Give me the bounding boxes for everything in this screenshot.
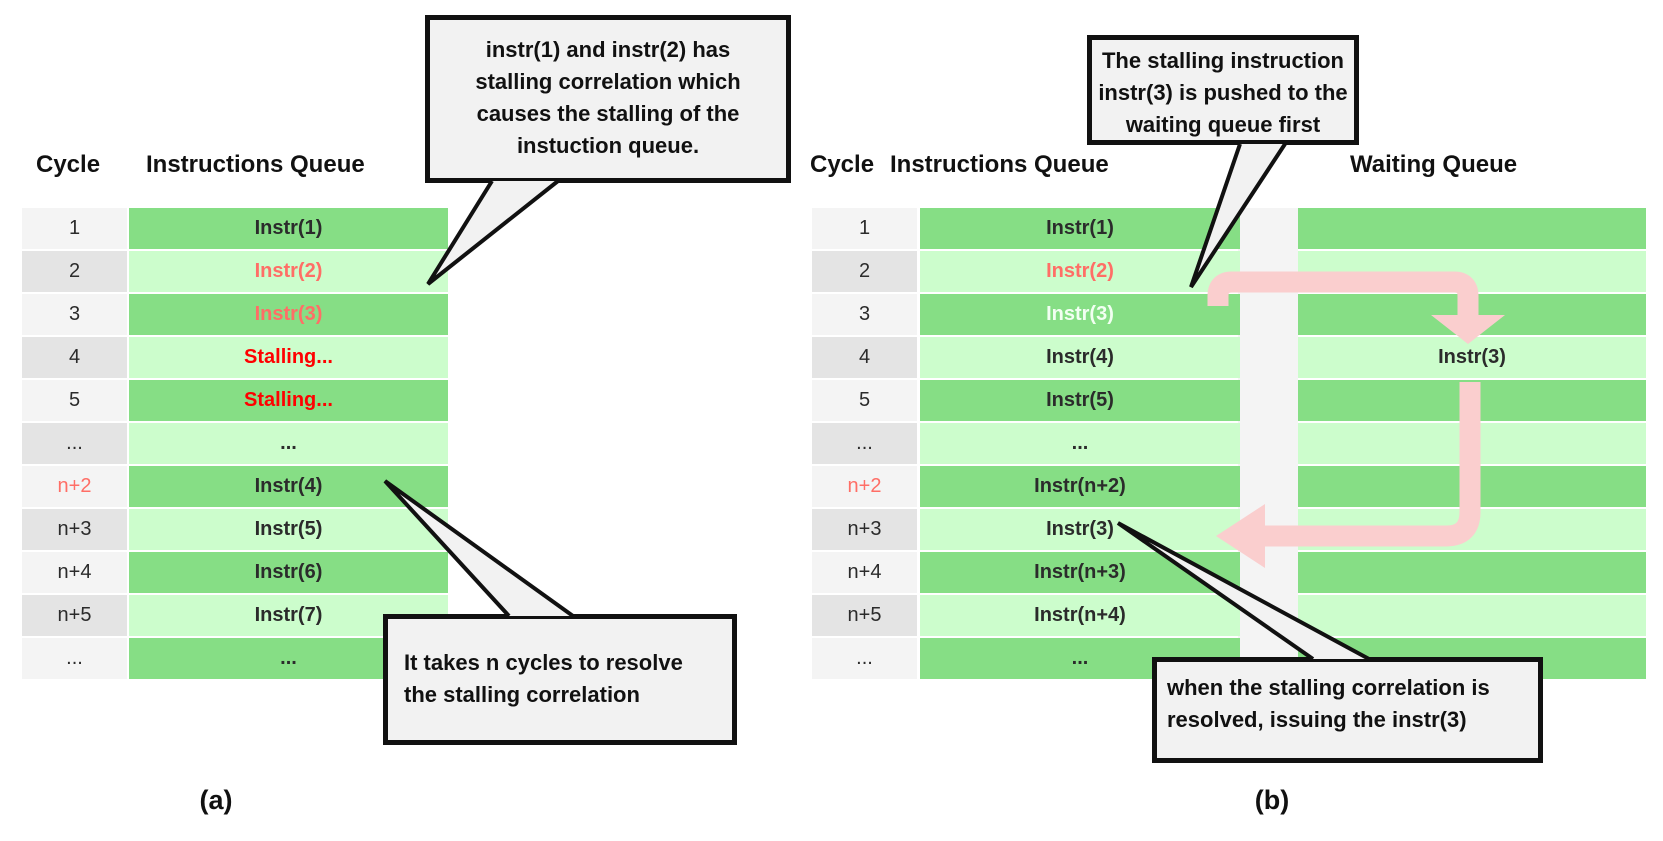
table-a-row-0-instr-cell: Instr(1) bbox=[129, 208, 448, 249]
table-a-row-2-instr-cell: Instr(3) bbox=[129, 294, 448, 335]
subfigure-label-b: (b) bbox=[1254, 785, 1290, 815]
table-a-row-10-cycle-cell: ... bbox=[22, 638, 127, 679]
table-a-instructions-queue-header: Instructions Queue bbox=[146, 151, 365, 178]
table-b-row-2-instr-cell: Instr(3) bbox=[920, 294, 1240, 335]
table-b-waiting-queue-header: Waiting Queue bbox=[1350, 151, 1518, 178]
table-b-row-6-cycle-cell: n+2 bbox=[812, 466, 917, 507]
table-b-row-4-wait-cell bbox=[1298, 380, 1646, 421]
table-b-row-0-instr-cell: Instr(1) bbox=[920, 208, 1240, 249]
table-b-row-9-instr-cell: Instr(n+4) bbox=[920, 595, 1240, 636]
table-b-instructions-queue-header: Instructions Queue bbox=[890, 151, 1109, 178]
table-b-row-1-instr-cell: Instr(2) bbox=[920, 251, 1240, 292]
table-b-row-9-cycle-cell: n+5 bbox=[812, 595, 917, 636]
table-b-cycle-header: Cycle bbox=[810, 151, 875, 178]
table-a-row-5-instr-cell: ... bbox=[129, 423, 448, 464]
callout-b-top: The stalling instruction instr(3) is pus… bbox=[1087, 35, 1359, 145]
table-b-row-5-cycle-cell: ... bbox=[812, 423, 917, 464]
table-a-row-2-cycle-cell: 3 bbox=[22, 294, 127, 335]
table-b-row-7-cycle-cell: n+3 bbox=[812, 509, 917, 550]
table-b-row-5-instr-cell: ... bbox=[920, 423, 1240, 464]
table-b-row-0-wait-cell bbox=[1298, 208, 1646, 249]
table-a-row-9-cycle-cell: n+5 bbox=[22, 595, 127, 636]
table-b-row-1-cycle-cell: 2 bbox=[812, 251, 917, 292]
table-a-row-3-cycle-cell: 4 bbox=[22, 337, 127, 378]
subfigure-label-a: (a) bbox=[199, 785, 233, 815]
table-b-row-4-cycle-cell: 5 bbox=[812, 380, 917, 421]
table-a-row-5-cycle-cell: ... bbox=[22, 423, 127, 464]
table-a-row-4-instr-cell: Stalling... bbox=[129, 380, 448, 421]
table-b-row-4-instr-cell: Instr(5) bbox=[920, 380, 1240, 421]
table-b-row-8-instr-cell: Instr(n+3) bbox=[920, 552, 1240, 593]
table-a-row-7-cycle-cell: n+3 bbox=[22, 509, 127, 550]
table-b-row-6-instr-cell: Instr(n+2) bbox=[920, 466, 1240, 507]
table-b-row-10-cycle-cell: ... bbox=[812, 638, 917, 679]
table-b-row-6-wait-cell bbox=[1298, 466, 1646, 507]
table-b-row-7-wait-cell bbox=[1298, 509, 1646, 550]
callout-b-bottom: when the stalling correlation is resolve… bbox=[1152, 657, 1543, 763]
table-a-row-6-cycle-cell: n+2 bbox=[22, 466, 127, 507]
table-b-row-3-instr-cell: Instr(4) bbox=[920, 337, 1240, 378]
table-b-row-5-wait-cell bbox=[1298, 423, 1646, 464]
callout-a-top: instr(1) and instr(2) has stalling corre… bbox=[425, 15, 791, 183]
table-a-row-3-instr-cell: Stalling... bbox=[129, 337, 448, 378]
table-a-row-1-instr-cell: Instr(2) bbox=[129, 251, 448, 292]
table-a-row-8-cycle-cell: n+4 bbox=[22, 552, 127, 593]
table-b-row-1-wait-cell bbox=[1298, 251, 1646, 292]
table-b-row-8-wait-cell bbox=[1298, 552, 1646, 593]
table-b-row-2-cycle-cell: 3 bbox=[812, 294, 917, 335]
table-b-row-3-cycle-cell: 4 bbox=[812, 337, 917, 378]
table-b-row-2-wait-cell bbox=[1298, 294, 1646, 335]
table-b-row-3-wait-cell: Instr(3) bbox=[1298, 337, 1646, 378]
table-b-row-7-instr-cell: Instr(3) bbox=[920, 509, 1240, 550]
table-a-row-1-cycle-cell: 2 bbox=[22, 251, 127, 292]
table-b-row-0-cycle-cell: 1 bbox=[812, 208, 917, 249]
table-a-row-0-cycle-cell: 1 bbox=[22, 208, 127, 249]
table-a-row-4-cycle-cell: 5 bbox=[22, 380, 127, 421]
table-b-row-9-wait-cell bbox=[1298, 595, 1646, 636]
callout-a-bottom: It takes n cycles to resolve the stallin… bbox=[383, 614, 737, 745]
table-a-cycle-header: Cycle bbox=[36, 151, 101, 178]
table-b-row-8-cycle-cell: n+4 bbox=[812, 552, 917, 593]
